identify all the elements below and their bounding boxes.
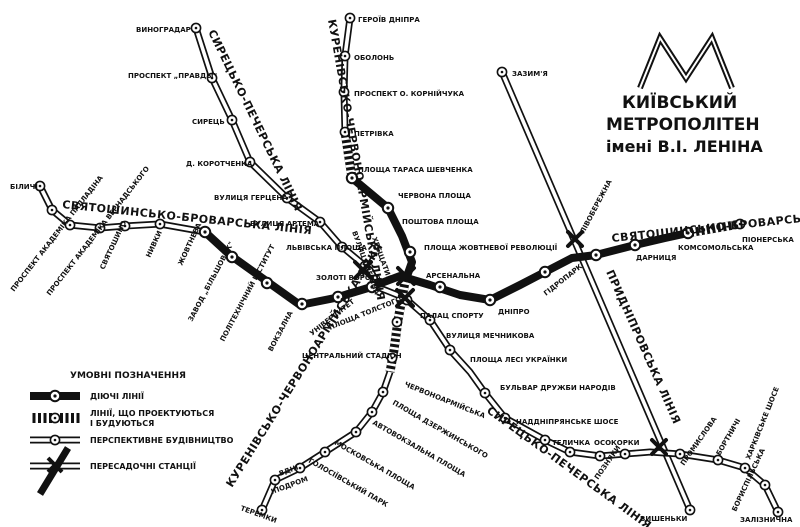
legend: УМОВНІ ПОЗНАЧЕННЯ ДІЮЧІ ЛІНІЇ ЛІНІЇ, ЩО … bbox=[30, 371, 234, 496]
line-sviatoshynsko-operating bbox=[202, 229, 689, 309]
label-nyvky: НИВКИ bbox=[145, 229, 164, 258]
legend-designed-label2: І БУДУЮТЬСЯ bbox=[90, 419, 154, 428]
transfer-cross-icon[interactable] bbox=[566, 230, 584, 248]
label-pozniaky: ПОЗНЯКИ bbox=[593, 444, 622, 481]
label-artema: ВУЛИЦЯ АРТЕМА bbox=[250, 220, 320, 228]
label-ploshcha-lesi: ПЛОЩА ЛЕСІ УКРАЇНКИ bbox=[470, 355, 567, 364]
station-arsenalna[interactable] bbox=[433, 280, 447, 294]
label-zaliznychna: ЗАЛІЗНИЧНА bbox=[740, 516, 793, 524]
label-darnytsia: ДАРНИЦЯ bbox=[636, 254, 676, 262]
line-prydniprovska bbox=[498, 70, 694, 512]
legend-designed-label1: ЛІНІЇ, ЩО ПРОЕКТУЮТЬСЯ bbox=[90, 408, 214, 418]
label-chervona-ploshcha: ЧЕРВОНА ПЛОЩА bbox=[398, 192, 471, 200]
transfer-cross-icon[interactable] bbox=[650, 438, 668, 456]
label-dnipro: ДНІПРО bbox=[498, 308, 530, 316]
station-vynohradar[interactable] bbox=[190, 22, 202, 34]
label-mechnykova: ВУЛИЦЯ МЕЧНИКОВА bbox=[446, 332, 535, 340]
label-zoloti-vorota: ЗОЛОТІ ВОРОТА bbox=[316, 274, 382, 282]
station-livoberezhna[interactable] bbox=[589, 248, 603, 262]
station-moskovska[interactable] bbox=[319, 446, 331, 458]
line-kurenivsko-designed bbox=[340, 131, 357, 179]
station-telychka[interactable] bbox=[564, 446, 576, 458]
label-osokorky: ОСОКОРКИ bbox=[594, 439, 640, 447]
label-vynohradar: ВИНОГРАДАР bbox=[136, 26, 191, 34]
title-line3: імені В.І. ЛЕНІНА bbox=[606, 137, 763, 156]
line-sviatoshynsko-designed-east bbox=[687, 219, 741, 238]
label-prospekt-pravdy: ПРОСПЕКТ „ПРАВДЫ" bbox=[128, 72, 217, 80]
legend-designed-line bbox=[30, 412, 80, 424]
label-pionerska: ПІОНЕРСЬКА bbox=[742, 236, 794, 244]
station-osokorky[interactable] bbox=[594, 450, 606, 462]
label-bortnychi: БОРТНИЧІ bbox=[715, 417, 743, 457]
station-poshtova[interactable] bbox=[381, 201, 395, 215]
legend-title: УМОВНІ ПОЗНАЧЕННЯ bbox=[70, 371, 186, 381]
label-obolon: ОБОЛОНЬ bbox=[354, 54, 394, 62]
station-vdnh[interactable] bbox=[269, 474, 281, 486]
label-hertsena: ВУЛИЦЯ ГЕРЦЕНА bbox=[214, 194, 288, 202]
station-dnipro[interactable] bbox=[483, 293, 497, 307]
label-palats-sportu: ПАЛАЦ СПОРТУ bbox=[420, 312, 484, 320]
title-line2: МЕТРОПОЛІТЕН bbox=[606, 115, 760, 135]
label-bilychi: БІЛИЧІ bbox=[10, 183, 38, 191]
station-hidropark[interactable] bbox=[538, 265, 552, 279]
legend-operating-line bbox=[30, 389, 80, 403]
station-heroiv-dnipra[interactable] bbox=[344, 12, 356, 24]
station-prospekt-palladina[interactable] bbox=[46, 204, 58, 216]
station-politekhnichnyi[interactable] bbox=[260, 276, 274, 290]
station-dzerzhynskoho[interactable] bbox=[366, 406, 378, 418]
legend-transfer-label: ПЕРЕСАДОЧНІ СТАНЦІЇ bbox=[90, 461, 196, 471]
label-ploshcha-zhovtnevoi: ПЛОЩА ЖОВТНЕВОЇ РЕВОЛЮЦІЇ bbox=[424, 243, 558, 252]
station-ploshcha-lesi[interactable] bbox=[444, 344, 456, 356]
legend-transfer-icon bbox=[30, 446, 80, 496]
station-bulvar-druzhby[interactable] bbox=[479, 387, 491, 399]
label-vyshenky: ВИШЕНЬКИ bbox=[640, 515, 688, 523]
station-vokzalna[interactable] bbox=[295, 297, 309, 311]
label-lvivska: ЛЬВІВСЬКА ПЛОЩА bbox=[286, 244, 367, 252]
transfer-cross-icon[interactable] bbox=[353, 260, 373, 280]
label-tsentralnyi-stadion: ЦЕНТРАЛЬНИЙ СТАДІОН bbox=[302, 351, 402, 360]
legend-prospective-label: ПЕРСПЕКТИВНЕ БУДІВНИЦТВО bbox=[90, 436, 234, 445]
label-arsenalna: АРСЕНАЛЬНА bbox=[426, 272, 481, 280]
label-telychka: ТЕЛИЧКА bbox=[552, 439, 591, 447]
station-boryspilska[interactable] bbox=[759, 479, 771, 491]
label-vokzalna: ВОКЗАЛНА bbox=[267, 309, 295, 353]
transfers bbox=[353, 230, 668, 456]
transfer-cross-icon[interactable] bbox=[396, 266, 416, 286]
label-poshtova: ПОШТОВА ПЛОЩА bbox=[402, 218, 479, 226]
metro-m-logo bbox=[637, 31, 735, 90]
legend-prospective-line bbox=[30, 434, 80, 446]
line-kurenivsko-operating bbox=[349, 174, 416, 284]
legend-operating-label: ДІЮЧІ ЛІНІЇ bbox=[90, 391, 144, 401]
label-zavod-bilshovyk: ЗАВОД „БІЛЬШОВИК" bbox=[187, 240, 236, 323]
line-kurenivsko-top bbox=[340, 17, 354, 133]
station-ploshcha-zhovtnevoi[interactable] bbox=[403, 245, 417, 259]
label-zazymia: ЗАЗИМ'Я bbox=[512, 70, 548, 78]
label-livoberezhna: ЛІВОБЕРЕЖНА bbox=[579, 178, 614, 235]
station-zazymia[interactable] bbox=[496, 66, 508, 78]
station-ploshcha-tolstoho[interactable] bbox=[391, 316, 403, 328]
transfer-cross-icon[interactable] bbox=[395, 288, 415, 308]
label-heroiv-dnipra: ГЕРОЇВ ДНІПРА bbox=[358, 15, 420, 24]
station-pozniaky[interactable] bbox=[619, 448, 631, 460]
label-prospekt-korniichuka: ПРОСПЕКТ О. КОРНІЙЧУКА bbox=[354, 89, 465, 98]
station-chervonoarmiiska[interactable] bbox=[377, 386, 389, 398]
label-nadniprianske: НАДДНІПРЯНСЬКЕ ШОСЕ bbox=[516, 418, 619, 426]
label-ploshcha-shevchenka: ПЛОЩА ТАРАСА ШЕВЧЕНКА bbox=[358, 166, 473, 174]
label-syrets: СИРЕЦЬ bbox=[192, 118, 225, 126]
label-petrivka: ПЕТРІВКА bbox=[354, 130, 394, 138]
label-komsomolska: КОМСОМОЛЬСЬКА bbox=[678, 244, 754, 252]
label-korotchenka: Д. КОРОТЧЕНКА bbox=[186, 160, 253, 168]
station-avtovokzalna[interactable] bbox=[350, 426, 362, 438]
station-vyshenky[interactable] bbox=[684, 504, 696, 516]
station-syrets[interactable] bbox=[226, 114, 238, 126]
label-bulvar-druzhby: БУЛЬВАР ДРУЖБИ НАРОДІВ bbox=[500, 384, 616, 392]
title-line1: КИЇВСЬКИЙ bbox=[622, 91, 737, 113]
